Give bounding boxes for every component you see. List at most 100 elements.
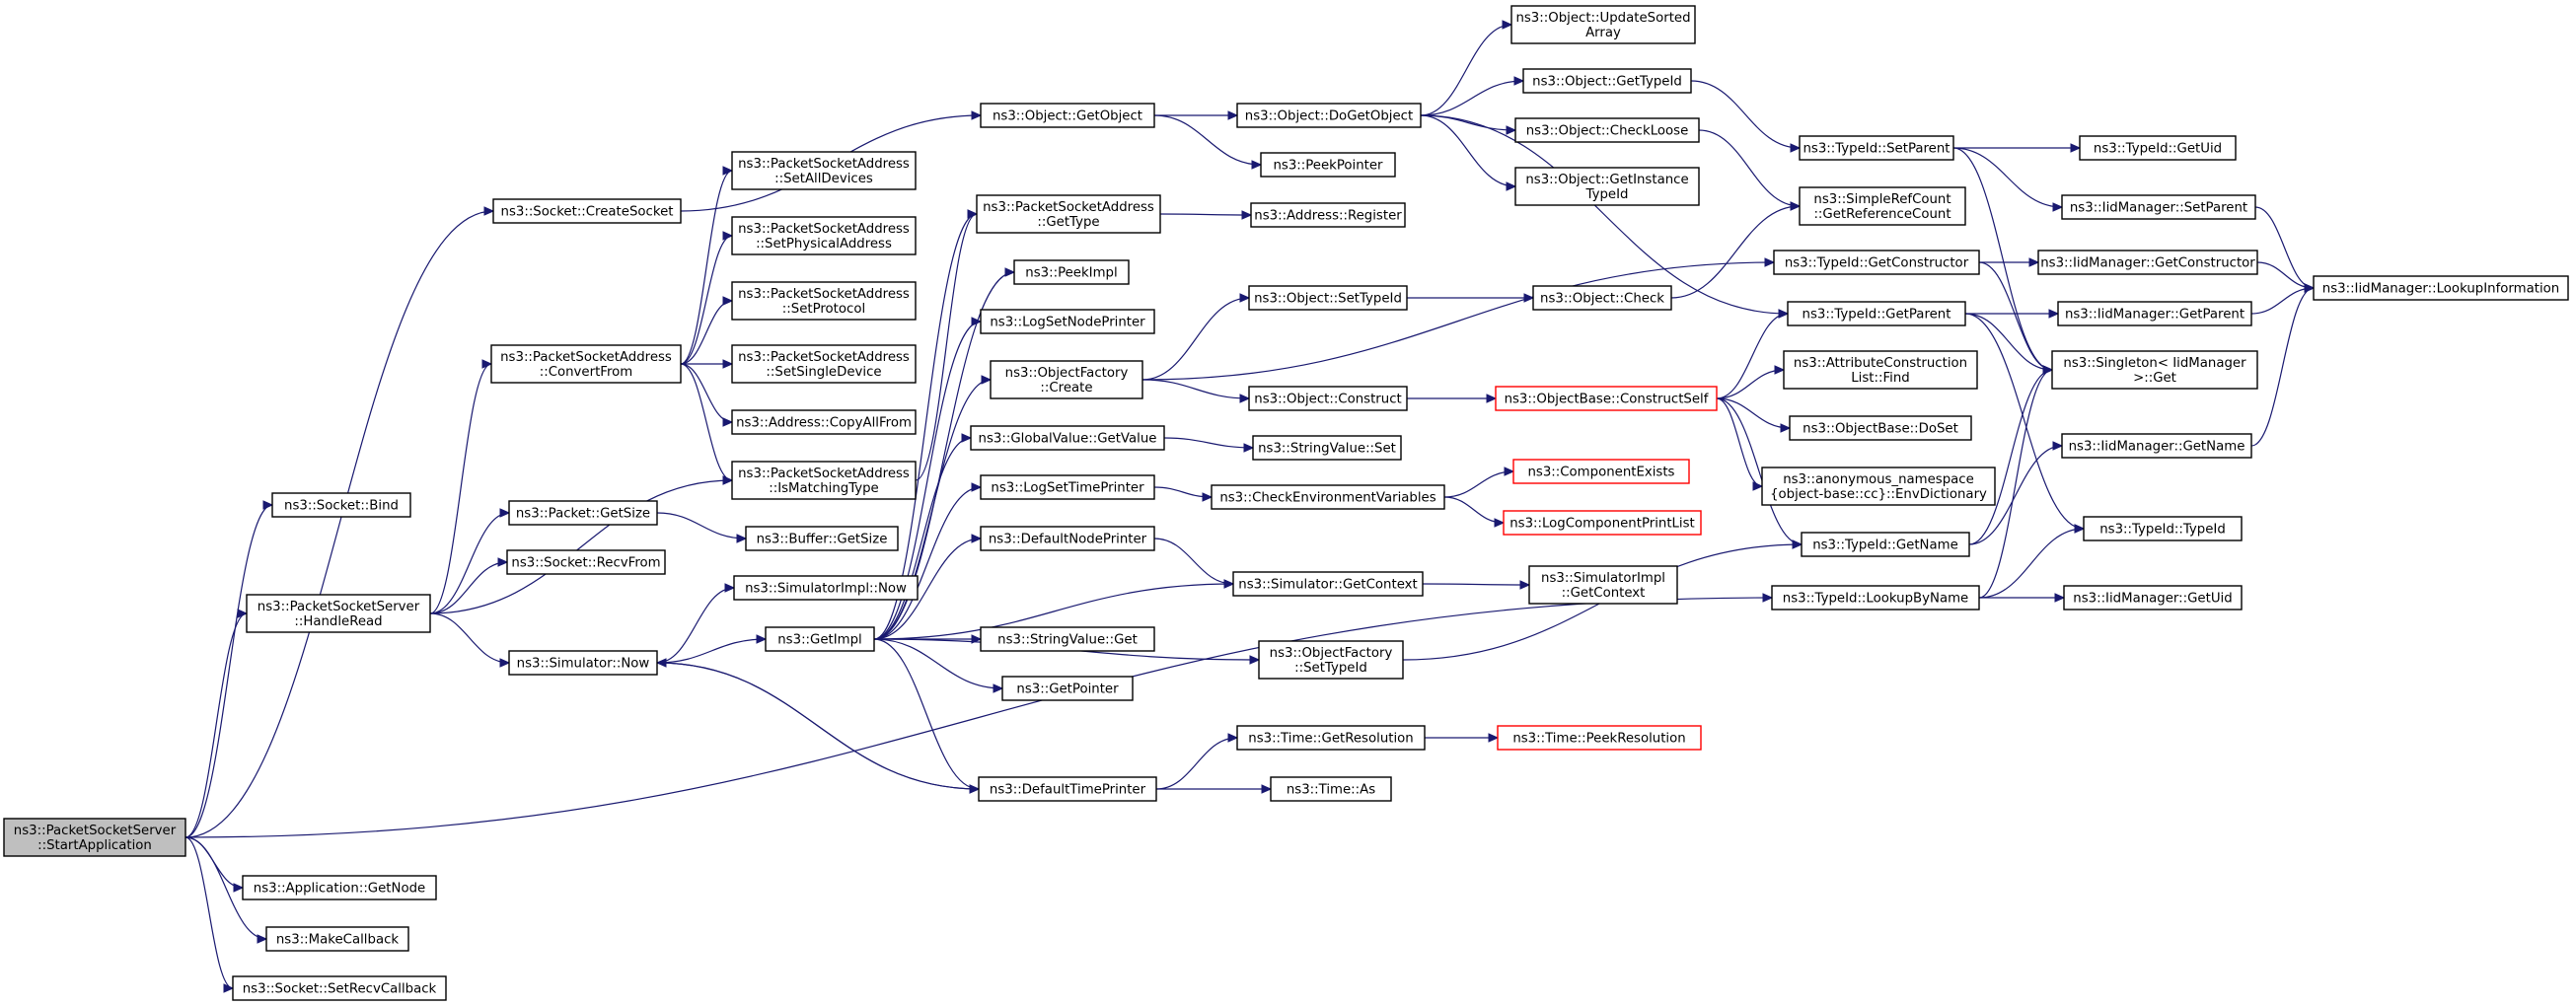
node-setParent[interactable]: ns3::TypeId::SetParent <box>1799 135 1954 161</box>
node-defaultTimePrinter[interactable]: ns3::DefaultTimePrinter <box>978 776 1157 802</box>
node-objFactoryCreate[interactable]: ns3::ObjectFactory::Create <box>990 360 1143 399</box>
node-logComponentPrintList[interactable]: ns3::LogComponentPrintList <box>1503 510 1702 536</box>
node-simNow[interactable]: ns3::Simulator::Now <box>508 650 658 676</box>
node-bufferGetSize[interactable]: ns3::Buffer::GetSize <box>745 526 899 551</box>
node-peekPointer[interactable]: ns3::PeekPointer <box>1260 152 1396 178</box>
node-psaGetType[interactable]: ns3::PacketSocketAddress::GetType <box>976 194 1161 234</box>
node-label: ns3::IidManager::LookupInformation <box>2322 282 2559 297</box>
call-edge-lookupByName-to-typeIdTypeId <box>1978 524 2086 599</box>
node-addrRegister[interactable]: ns3::Address::Register <box>1250 202 1406 228</box>
node-objCheck[interactable]: ns3::Object::Check <box>1532 285 1672 311</box>
node-objSetTypeId[interactable]: ns3::Object::SetTypeId <box>1248 285 1408 311</box>
node-globalValueGetValue[interactable]: ns3::GlobalValue::GetValue <box>970 425 1165 451</box>
node-defaultNodePrinter[interactable]: ns3::DefaultNodePrinter <box>980 526 1155 551</box>
node-checkLoose[interactable]: ns3::Object::CheckLoose <box>1514 117 1700 143</box>
node-getImpl[interactable]: ns3::GetImpl <box>765 626 875 652</box>
node-box <box>2083 516 2243 541</box>
node-label: ns3::Time::GetResolution <box>1248 732 1413 747</box>
node-simImplGetContext[interactable]: ns3::SimulatorImpl::GetContext <box>1528 565 1678 605</box>
node-checkEnvVars[interactable]: ns3::CheckEnvironmentVariables <box>1211 484 1445 510</box>
node-typeIdGetUid[interactable]: ns3::TypeId::GetUid <box>2079 135 2237 161</box>
node-getObject[interactable]: ns3::Object::GetObject <box>980 103 1155 128</box>
call-edge-getConstructor-to-singletonGet <box>1978 261 2054 375</box>
node-box <box>2063 585 2243 611</box>
node-componentExists[interactable]: ns3::ComponentExists <box>1512 459 1690 484</box>
node-box <box>980 474 1155 500</box>
call-edge-simNow-to-getImpl <box>656 634 768 664</box>
node-box <box>1787 301 1966 326</box>
node-stringValueSet[interactable]: ns3::StringValue::Set <box>1252 435 1402 461</box>
call-edge-simGetContext-to-simImplGetContext <box>1422 580 1531 590</box>
node-peekImpl[interactable]: ns3::PeekImpl <box>1013 259 1130 285</box>
node-singletonGet[interactable]: ns3::Singleton< IidManager >::Get <box>2051 350 2258 390</box>
node-getPointer[interactable]: ns3::GetPointer <box>1001 676 1134 701</box>
node-getParent[interactable]: ns3::TypeId::GetParent <box>1787 301 1966 326</box>
node-objFactorySetTypeId[interactable]: ns3::ObjectFactory::SetTypeId <box>1258 640 1404 680</box>
node-iidGetConstructor[interactable]: ns3::IidManager::GetConstructor <box>2037 250 2258 275</box>
node-label: ns3::PeekPointer <box>1273 159 1383 174</box>
call-edge-objFactoryCreate-to-objSetTypeId <box>1141 293 1251 381</box>
node-label: ::ConvertFrom <box>540 365 632 380</box>
node-packetGetSize[interactable]: ns3::Packet::GetSize <box>508 500 658 526</box>
node-timeAs[interactable]: ns3::Time::As <box>1270 776 1392 802</box>
node-label: ns3::Simulator::Now <box>517 657 650 672</box>
node-psaSetSingleDevice[interactable]: ns3::PacketSocketAddress::SetSingleDevic… <box>731 344 917 384</box>
node-typeIdGetName[interactable]: ns3::TypeId::GetName <box>1801 532 1970 557</box>
node-handleRead[interactable]: ns3::PacketSocketServer::HandleRead <box>246 594 431 633</box>
node-bind[interactable]: ns3::Socket::Bind <box>271 492 411 518</box>
node-box <box>1514 167 1700 206</box>
node-box <box>1783 350 1978 390</box>
node-iidGetUid[interactable]: ns3::IidManager::GetUid <box>2063 585 2243 611</box>
node-lookupInformation[interactable]: ns3::IidManager::LookupInformation <box>2313 275 2569 301</box>
node-getConstructor[interactable]: ns3::TypeId::GetConstructor <box>1773 250 1980 275</box>
node-simImplNow[interactable]: ns3::SimulatorImpl::Now <box>733 575 919 601</box>
node-box <box>1761 467 1996 506</box>
node-objConstruct[interactable]: ns3::Object::Construct <box>1248 386 1408 411</box>
node-iidGetName[interactable]: ns3::IidManager::GetName <box>2061 433 2252 459</box>
node-constructSelf[interactable]: ns3::ObjectBase::ConstructSelf <box>1495 386 1718 411</box>
node-stringValueGet[interactable]: ns3::StringValue::Get <box>980 626 1155 652</box>
node-timeGetResolution[interactable]: ns3::Time::GetResolution <box>1236 725 1426 751</box>
node-psaSetPhysical[interactable]: ns3::PacketSocketAddress::SetPhysicalAdd… <box>731 216 917 255</box>
node-envDictionary[interactable]: ns3::anonymous_namespace{object-base::cc… <box>1761 467 1996 506</box>
node-logSetTimePrinter[interactable]: ns3::LogSetTimePrinter <box>980 474 1155 500</box>
node-psaSetProtocol[interactable]: ns3::PacketSocketAddress::SetProtocol <box>731 281 917 321</box>
node-start[interactable]: ns3::PacketSocketServer::StartApplicatio… <box>3 818 186 857</box>
node-lookupByName[interactable]: ns3::TypeId::LookupByName <box>1771 585 1980 611</box>
node-createSocket[interactable]: ns3::Socket::CreateSocket <box>492 198 682 224</box>
node-box <box>1773 250 1980 275</box>
node-label: ns3::Time::PeekResolution <box>1512 732 1685 747</box>
node-typeIdTypeId[interactable]: ns3::TypeId::TypeId <box>2083 516 2243 541</box>
node-box <box>1801 532 1970 557</box>
call-edge-getImpl-to-defaultNodePrinter <box>873 534 983 640</box>
node-simpleRefCount[interactable]: ns3::SimpleRefCount::GetReferenceCount <box>1799 186 1966 226</box>
node-simGetContext[interactable]: ns3::Simulator::GetContext <box>1232 571 1424 597</box>
node-psaConvertFrom[interactable]: ns3::PacketSocketAddress::ConvertFrom <box>490 344 682 384</box>
node-setRecvCallback[interactable]: ns3::Socket::SetRecvCallback <box>232 975 447 1001</box>
node-psaSetAllDevices[interactable]: ns3::PacketSocketAddress::SetAllDevices <box>731 151 917 190</box>
node-logSetNodePrinter[interactable]: ns3::LogSetNodePrinter <box>980 309 1155 334</box>
node-label: ns3::StringValue::Get <box>997 633 1138 648</box>
node-timePeekResolution[interactable]: ns3::Time::PeekResolution <box>1497 725 1702 751</box>
node-iidSetParent[interactable]: ns3::IidManager::SetParent <box>2061 194 2256 220</box>
call-edge-psaConvertFrom-to-psaSetSingleDevice <box>681 359 734 369</box>
node-makeCallback[interactable]: ns3::MakeCallback <box>265 926 409 952</box>
node-socketRecvFrom[interactable]: ns3::Socket::RecvFrom <box>506 549 666 575</box>
node-addrCopyAllFrom[interactable]: ns3::Address::CopyAllFrom <box>731 409 917 435</box>
node-psaIsMatchingType[interactable]: ns3::PacketSocketAddress::IsMatchingType <box>731 461 917 500</box>
node-iidGetParent[interactable]: ns3::IidManager::GetParent <box>2057 301 2252 326</box>
node-objBaseDoSet[interactable]: ns3::ObjectBase::DoSet <box>1789 415 1972 441</box>
call-edge-checkEnvVars-to-logComponentPrintList <box>1443 496 1506 528</box>
node-box <box>1248 386 1408 411</box>
node-appGetNode[interactable]: ns3::Application::GetNode <box>242 875 437 900</box>
node-label: ns3::TypeId::GetParent <box>1803 308 1951 323</box>
node-label: ns3::PeekImpl <box>1025 266 1117 281</box>
node-objGetTypeId[interactable]: ns3::Object::GetTypeId <box>1522 68 1692 94</box>
call-edge-lookupByName-to-iidGetUid <box>1979 593 2066 603</box>
node-doGetObject[interactable]: ns3::Object::DoGetObject <box>1236 103 1422 128</box>
call-edge-handleRead-to-packetGetSize <box>429 508 511 614</box>
node-label: ns3::Simulator::GetContext <box>1238 578 1417 593</box>
